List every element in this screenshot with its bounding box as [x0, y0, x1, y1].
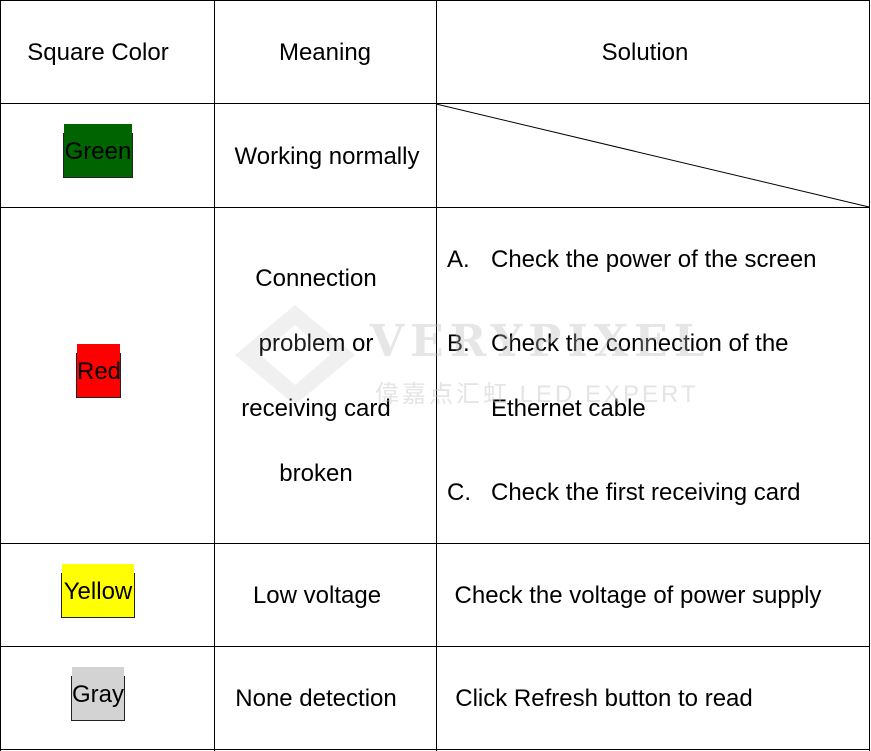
- gray-square-tab: [72, 667, 124, 677]
- gray-label: Gray: [72, 681, 125, 708]
- meaning-line: broken: [279, 460, 353, 487]
- watermark-brand: VERYPIXEL: [370, 316, 711, 367]
- solution-item-b: B. Check the connection of the: [447, 330, 789, 358]
- table-border-bottom: [0, 749, 870, 750]
- meaning-working-normally: Working normally: [234, 142, 420, 170]
- green-square: Green: [63, 124, 133, 178]
- watermark-subtitle: 偉嘉点汇虹 LED EXPERT: [375, 374, 699, 409]
- meaning-line: problem or: [258, 330, 374, 357]
- watermark-sub-cn: 偉嘉点汇虹: [375, 381, 510, 408]
- solution-letter: B.: [447, 330, 470, 357]
- red-label: Red: [77, 358, 122, 385]
- solution-item-a: A. Check the power of the screen: [447, 246, 817, 274]
- column-divider: [436, 0, 437, 751]
- red-square: Red: [76, 344, 122, 398]
- solution-text: Ethernet cable: [491, 395, 646, 422]
- diagonal-strike: [436, 104, 870, 208]
- solution-item-b-continued: Ethernet cable: [447, 395, 646, 423]
- yellow-square-tab: [62, 564, 134, 574]
- solution-check-voltage: Check the voltage of power supply: [454, 582, 822, 609]
- green-square-tab: [64, 124, 132, 134]
- row-divider: [0, 646, 870, 647]
- solution-click-refresh: Click Refresh button to read: [455, 685, 753, 712]
- table-border-top: [0, 0, 870, 1]
- meaning-low-voltage: Low voltage: [252, 582, 382, 609]
- row-divider: [0, 207, 870, 208]
- solution-item-c: C. Check the first receiving card: [447, 479, 800, 507]
- solution-letter: A.: [447, 246, 470, 273]
- solution-letter: C.: [447, 479, 471, 506]
- gray-square: Gray: [71, 667, 125, 721]
- red-square-tab: [77, 344, 120, 354]
- row-divider: [0, 543, 870, 544]
- solution-text: Check the connection of the: [491, 330, 789, 357]
- header-square-color: Square Color: [27, 38, 169, 66]
- solution-text: Check the first receiving card: [491, 479, 801, 506]
- green-label: Green: [64, 138, 132, 165]
- solution-text: Check the power of the screen: [491, 246, 817, 273]
- header-solution: Solution: [601, 38, 689, 66]
- header-meaning: Meaning: [278, 38, 372, 66]
- meaning-none-detection: None detection: [235, 685, 397, 712]
- meaning-line: Connection: [255, 265, 377, 292]
- yellow-square: Yellow: [61, 564, 135, 618]
- meaning-line: receiving card: [241, 395, 391, 422]
- watermark-sub-en: LED EXPERT: [519, 381, 699, 408]
- table-border-right: [869, 0, 870, 751]
- table-border-left: [0, 0, 1, 751]
- yellow-label: Yellow: [63, 578, 133, 605]
- row-divider: [0, 103, 870, 104]
- column-divider: [214, 0, 215, 751]
